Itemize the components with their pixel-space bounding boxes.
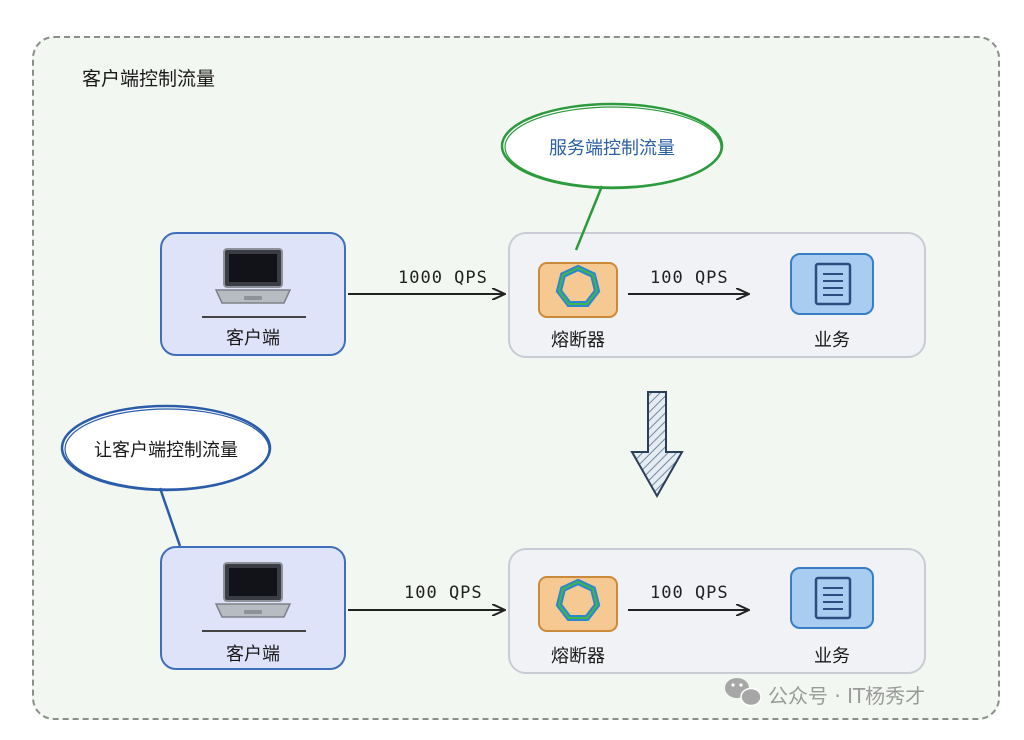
document-icon — [814, 262, 852, 306]
down-arrow-icon — [630, 391, 684, 499]
watermark-text: 公众号 · IT杨秀才 — [768, 684, 926, 708]
client-node-top — [160, 232, 346, 356]
heptagon-ring-icon — [555, 578, 601, 621]
server-callout-bubble — [500, 102, 724, 251]
document-icon — [814, 576, 852, 620]
incoming-qps-bottom: 100 QPS — [404, 583, 483, 603]
business-label-bottom: 业务 — [814, 646, 850, 667]
client-callout-text: 让客户端控制流量 — [94, 440, 238, 461]
client-label-top: 客户端 — [226, 328, 280, 349]
breaker-tile-bottom — [538, 576, 618, 632]
client-callout-bubble — [60, 404, 272, 547]
business-label-top: 业务 — [814, 330, 850, 351]
server-callout-text: 服务端控制流量 — [549, 138, 675, 159]
outgoing-qps-top: 100 QPS — [650, 268, 729, 288]
breaker-label-bottom: 熔断器 — [551, 646, 605, 667]
incoming-qps-top: 1000 QPS — [398, 268, 488, 288]
laptop-icon — [214, 248, 292, 304]
wechat-icon — [725, 678, 762, 707]
laptop-icon — [214, 562, 292, 618]
breaker-tile-top — [538, 262, 618, 318]
frame-title: 客户端控制流量 — [82, 68, 216, 90]
client-label-bottom: 客户端 — [226, 644, 280, 665]
breaker-label-top: 熔断器 — [551, 330, 605, 351]
heptagon-ring-icon — [555, 264, 601, 307]
outgoing-qps-bottom: 100 QPS — [650, 583, 729, 603]
